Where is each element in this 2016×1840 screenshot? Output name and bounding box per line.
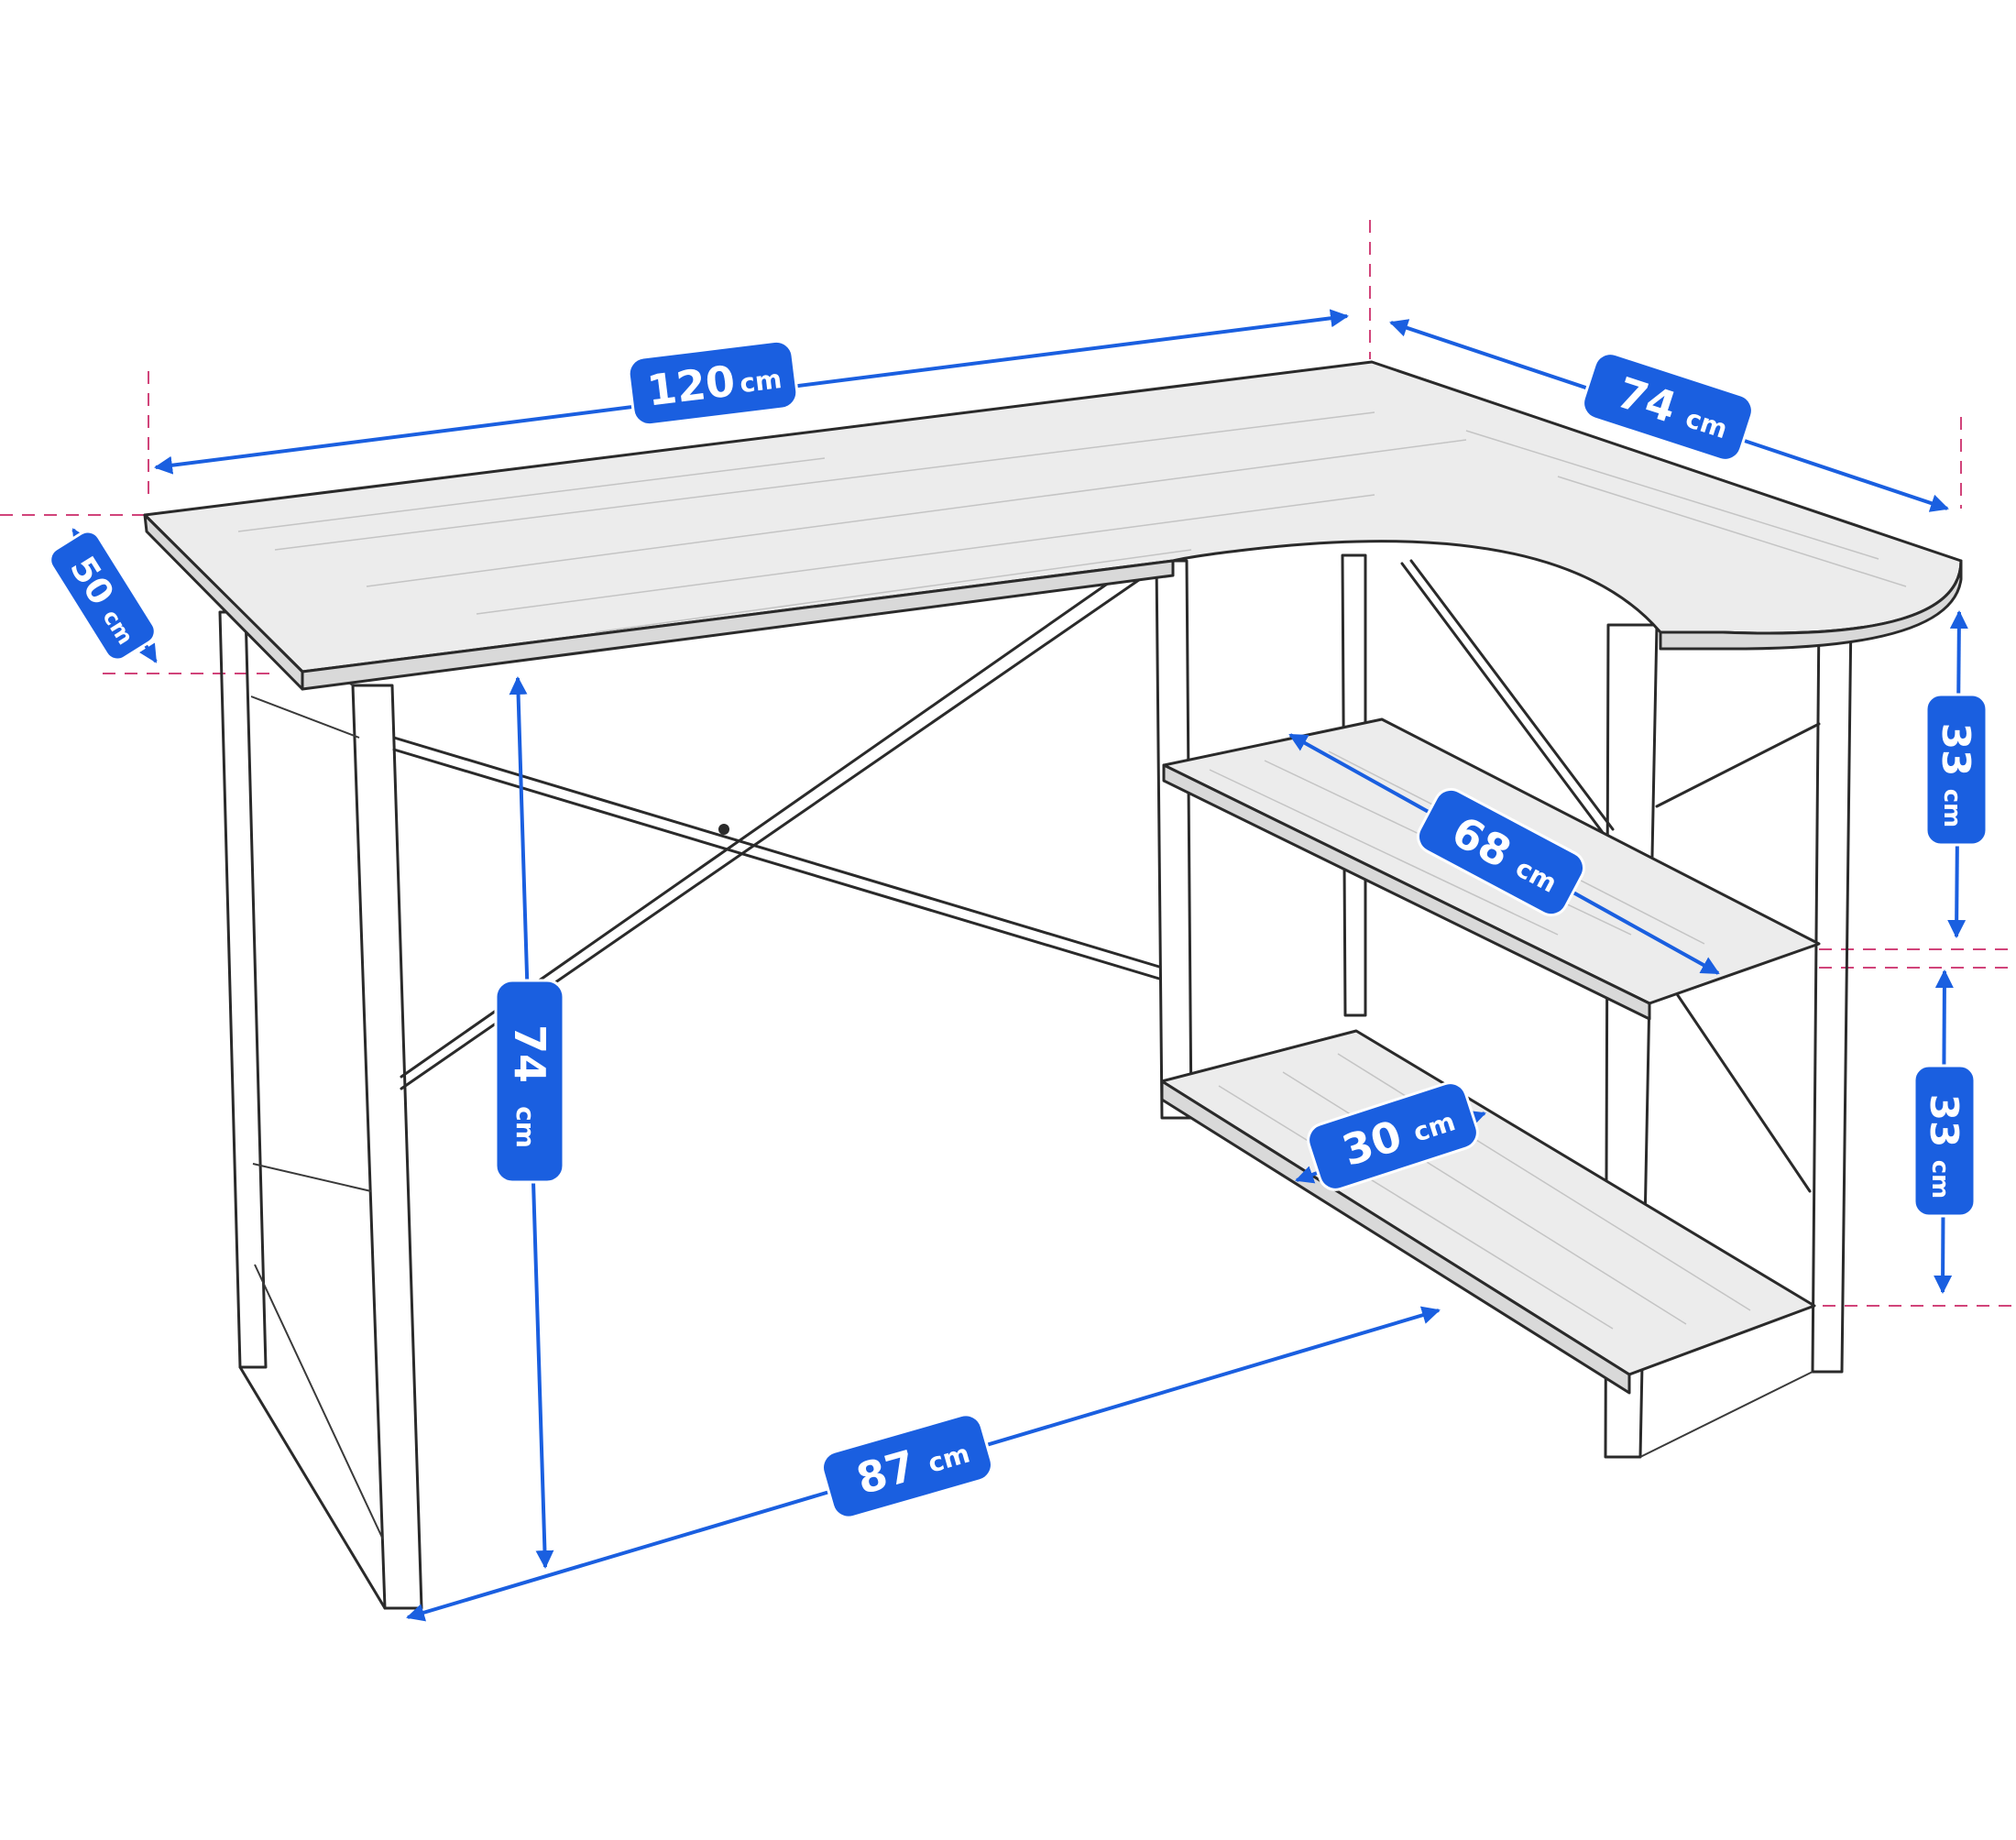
desk-frame [218,553,1853,1610]
dimension-badge-shelf-length: 68 cm [1417,787,1585,917]
dimension-unit: cm [738,364,783,399]
dimension-unit: cm [1926,1160,1954,1199]
dimension-value: 33 [1934,723,1978,776]
guide-lines [0,220,2016,1307]
dimension-unit: cm [1938,789,1966,828]
dimension-badge-shelf-gap-lower: 33 cm [1912,1064,1977,1218]
dimension-badge-height: 74 cm [494,979,565,1184]
lower-shelf [1160,1029,1816,1395]
dimension-badge-width-return: 74 cm [1582,352,1754,462]
dimension-badge-shelf-gap-upper: 33 cm [1924,693,1989,847]
dimension-value: 33 [1922,1094,1967,1147]
dimension-badge-leg-gap: 87 cm [821,1413,993,1519]
dimension-badge-width-main: 120 cm [627,339,799,427]
dimension-badge-depth-main: 50 cm [49,530,157,662]
dimension-value: 120 [644,356,738,415]
dimension-value: 74 [505,1024,554,1083]
dimension-unit: cm [510,1106,541,1148]
dimension-badge-shelf-depth: 30 cm [1307,1081,1479,1191]
